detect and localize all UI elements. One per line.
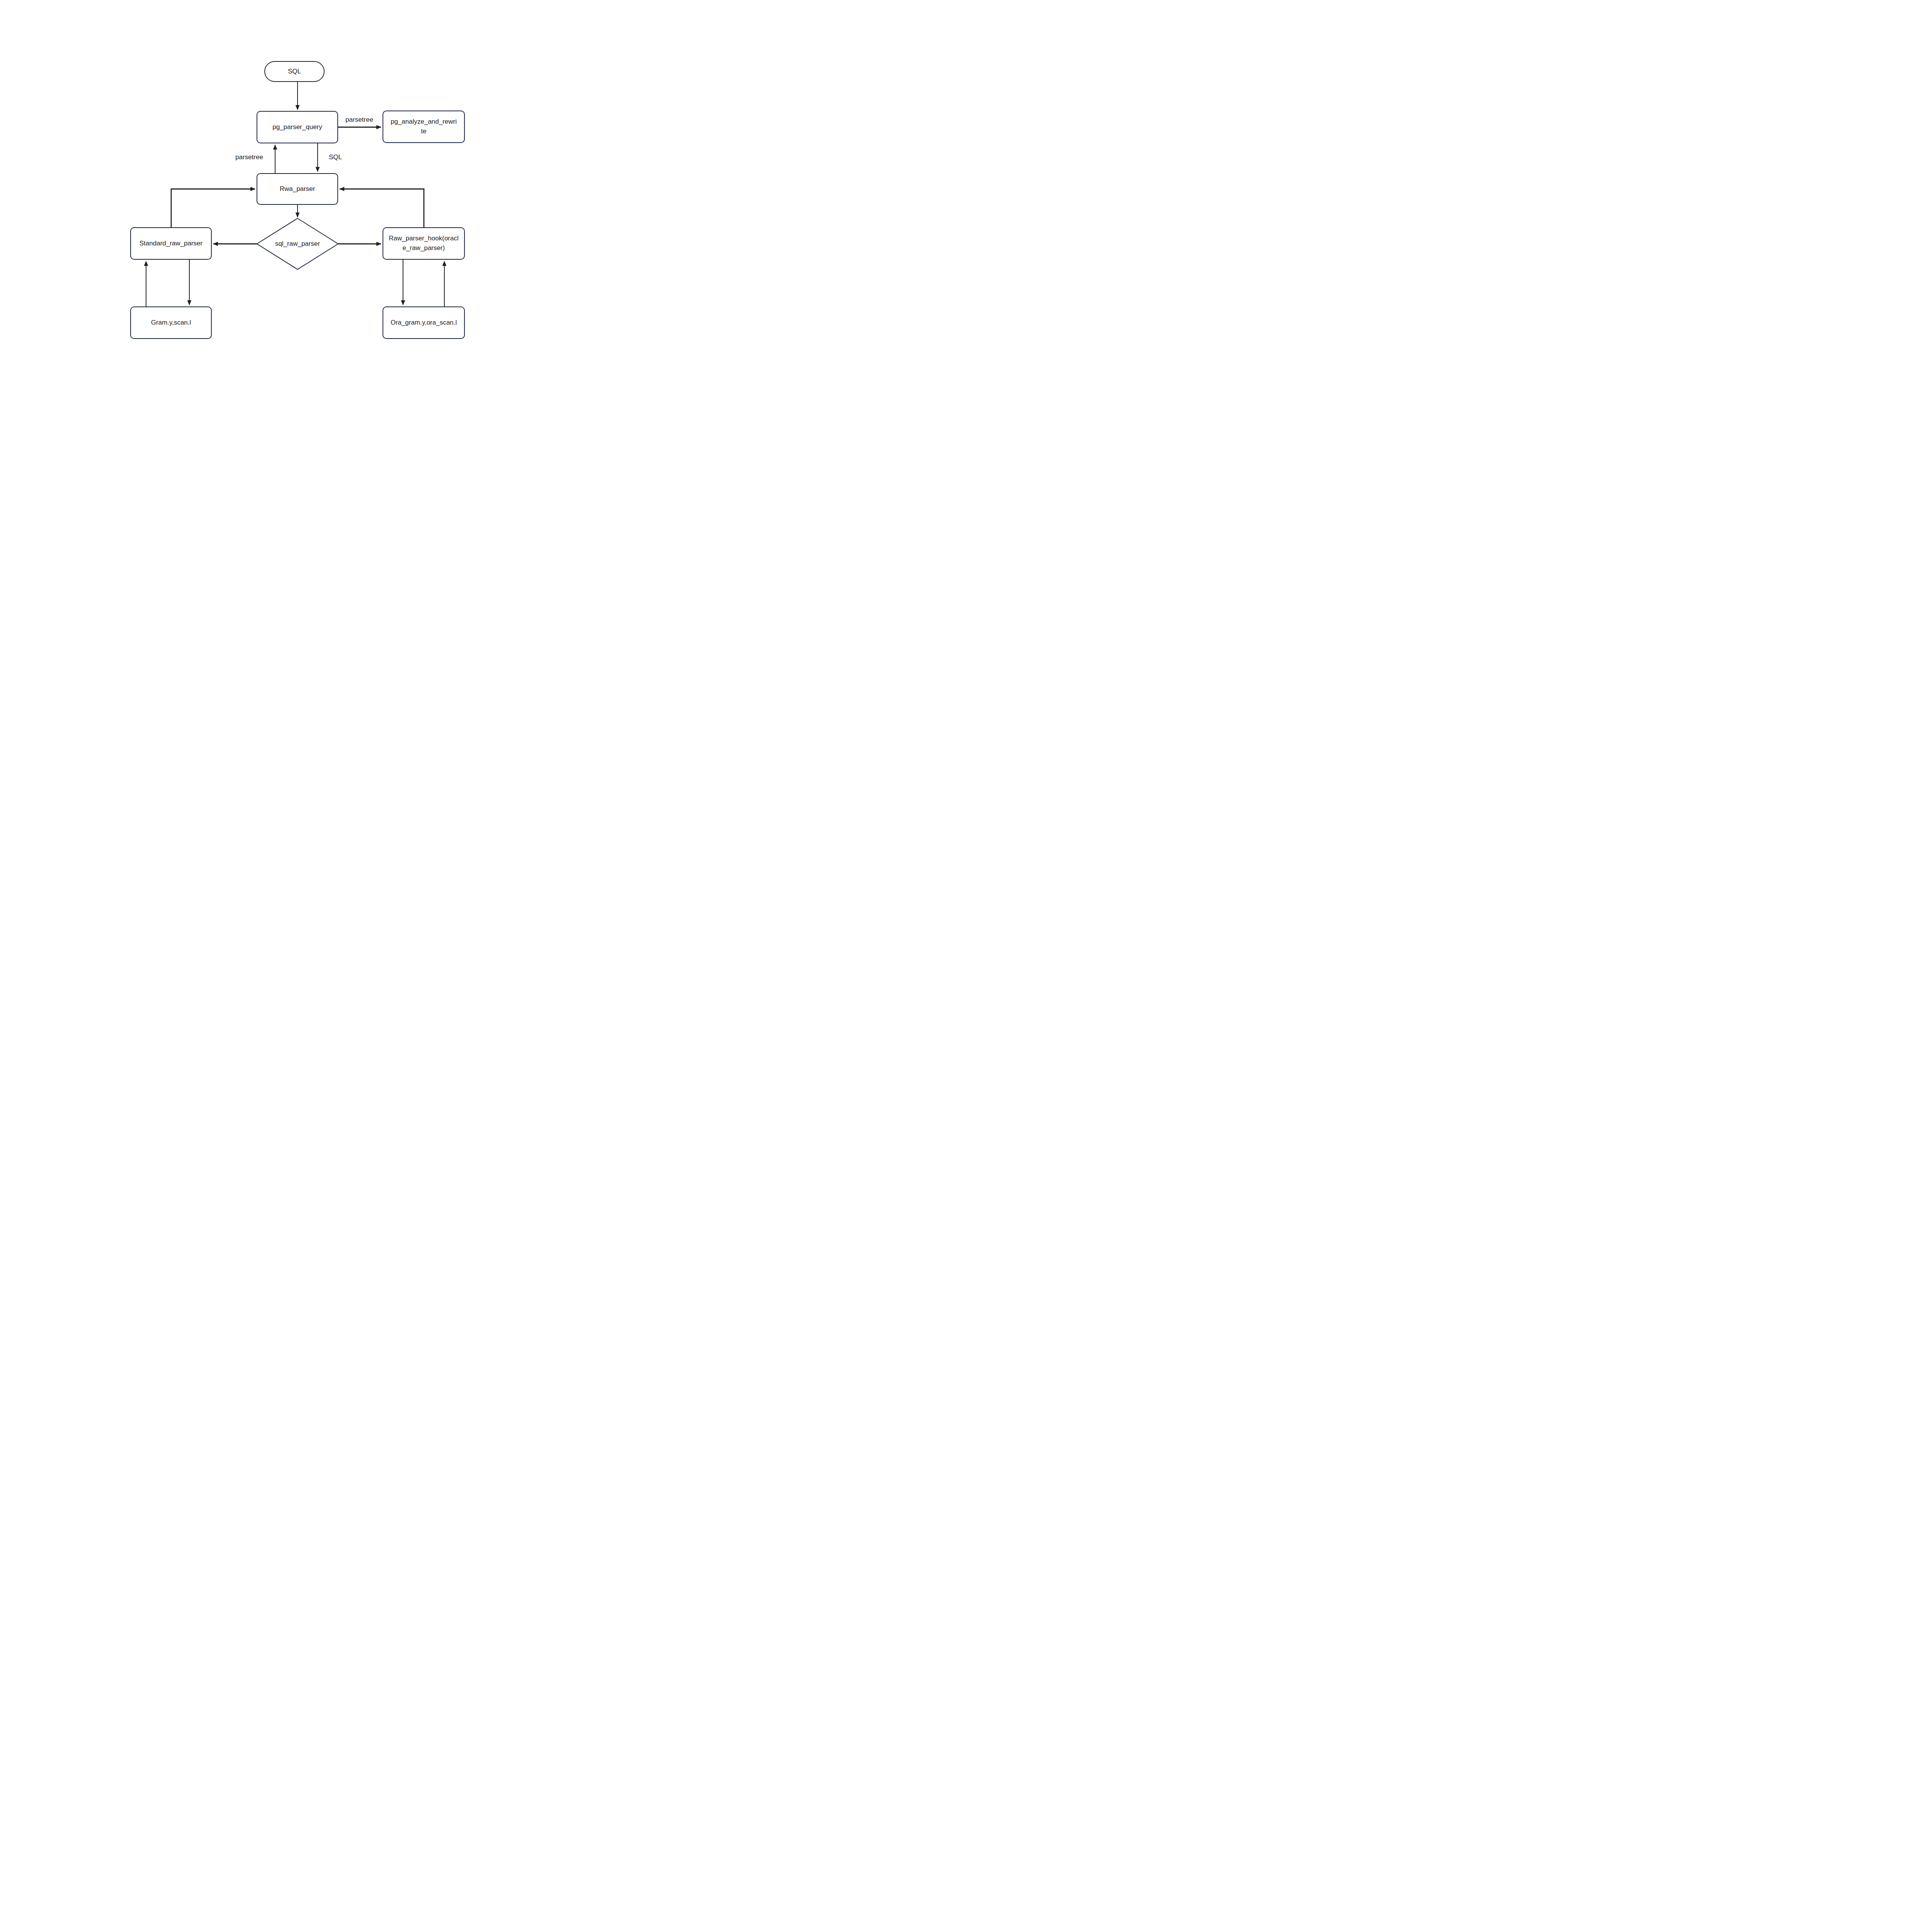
node-standard-raw-parser: Standard_raw_parser — [130, 227, 212, 260]
node-sql-raw-parser-label: sql_raw_parser — [257, 238, 338, 250]
node-gram-scan: Gram.y,scan.l — [130, 306, 212, 339]
node-ora-gram-scan: Ora_gram.y,ora_scan.l — [383, 306, 465, 339]
node-raw-parser-hook: Raw_parser_hook(oracle_raw_parser) — [383, 227, 465, 260]
edge-label-sql-down: SQL — [324, 153, 347, 161]
node-sql-terminal: SQL — [264, 61, 325, 82]
edge-label-parsetree-right: parsetree — [336, 116, 383, 124]
edge-standard-to-rwa-parser — [171, 189, 255, 227]
node-pg-analyze-and-rewrite: pg_analyze_and_rewrite — [383, 111, 465, 143]
edge-hook-to-rwa-parser — [340, 189, 424, 227]
edge-label-parsetree-up: parsetree — [230, 153, 269, 161]
node-pg-parser-query: pg_parser_query — [257, 111, 338, 143]
node-rwa-parser: Rwa_parser — [257, 173, 338, 205]
flowchart-canvas: SQL pg_parser_query pg_analyze_and_rewri… — [0, 0, 597, 422]
